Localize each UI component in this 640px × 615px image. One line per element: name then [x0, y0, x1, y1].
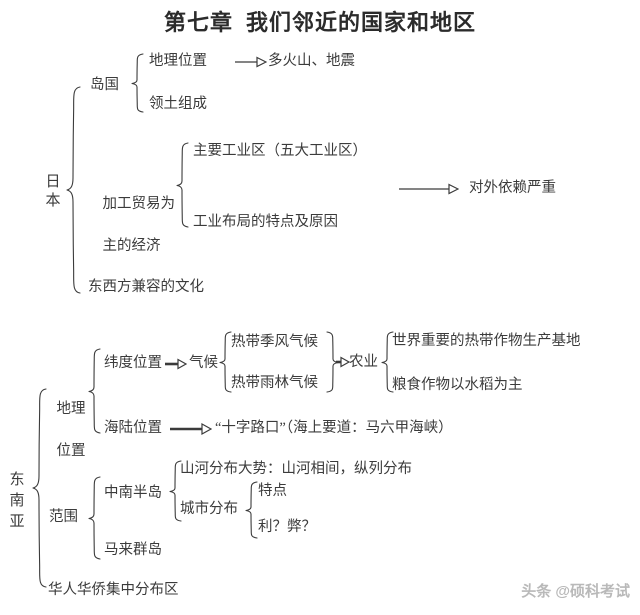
sea-tropical-rainforest-climate: 热带雨林气候 — [231, 375, 318, 391]
sea-location-brace — [88, 348, 102, 434]
sea-city-brace — [245, 481, 259, 539]
sea-rice-staple: 粮食作物以水稻为主 — [392, 377, 523, 393]
sea-agriculture-brace — [381, 331, 395, 393]
japan-culture: 东西方兼容的文化 — [88, 279, 204, 295]
sea-indochina-brace — [169, 460, 183, 522]
arrow-latitude-to-climate — [165, 357, 187, 371]
japan-industry-layout: 工业布局的特点及原因 — [193, 214, 338, 230]
sea-city-pros-cons: 利？弊？ — [258, 519, 316, 535]
sea-overseas-chinese: 华人华侨集中分布区 — [48, 582, 179, 598]
sea-latitude-label: 纬度位置 — [104, 355, 162, 371]
japan-island-brace — [131, 53, 145, 113]
sea-indochina-label: 中南半岛 — [104, 485, 162, 501]
japan-major-industrial-zones: 主要工业区（五大工业区） — [193, 143, 367, 159]
sea-mountain-river-distribution: 山河分布大势：山河相间，纵列分布 — [180, 461, 412, 477]
arrow-climate-to-agriculture — [336, 355, 350, 369]
japan-economy-label: 加工贸易为 主的经济 — [88, 173, 176, 278]
japan-economy-label-line1: 加工贸易为 — [102, 196, 176, 212]
arrow-sealand-to-crossroad — [170, 422, 212, 436]
sea-climate-brace — [219, 331, 233, 393]
arrow-economy-to-dependency — [399, 182, 459, 196]
japan-root-brace — [66, 86, 82, 294]
japan-volcano-earthquake: 多火山、地震 — [268, 53, 355, 69]
japan-island-label: 岛国 — [90, 77, 119, 93]
sea-location-label-line2: 位置 — [56, 443, 86, 459]
sea-malay-archipelago: 马来群岛 — [104, 542, 162, 558]
page-title: 第七章 我们邻近的国家和地区 — [163, 10, 476, 35]
sea-tropical-crop-base: 世界重要的热带作物生产基地 — [392, 333, 581, 349]
japan-economy-brace — [176, 142, 190, 228]
japan-root-label: 日本 — [45, 174, 61, 209]
sea-climate-label: 气候 — [189, 355, 218, 371]
sea-scope-brace — [88, 476, 102, 560]
japan-economy-label-line2: 主的经济 — [102, 238, 161, 254]
japan-geo-location: 地理位置 — [149, 53, 207, 69]
arrow-geo-to-volcano — [235, 55, 267, 69]
sea-location-label-line1: 地理 — [56, 401, 86, 417]
sea-agriculture-label: 农业 — [349, 354, 378, 370]
watermark: 头条 @硕科考试 — [521, 583, 630, 600]
sea-root-label: 东南亚 — [9, 472, 25, 530]
sea-land-location-label: 海陆位置 — [104, 420, 162, 436]
sea-root-brace — [32, 388, 48, 588]
sea-location-label: 地理 位置 — [42, 378, 86, 483]
sea-crossroad-text: “十字路口”（海上要道：马六甲海峡） — [215, 420, 453, 436]
sea-city-feature: 特点 — [258, 483, 287, 499]
japan-foreign-dependency: 对外依赖严重 — [469, 180, 556, 196]
sea-scope-label: 范围 — [49, 509, 78, 525]
sea-city-distribution: 城市分布 — [180, 501, 238, 517]
japan-territory-composition: 领土组成 — [149, 96, 207, 112]
sea-tropical-monsoon-climate: 热带季风气候 — [231, 334, 318, 350]
